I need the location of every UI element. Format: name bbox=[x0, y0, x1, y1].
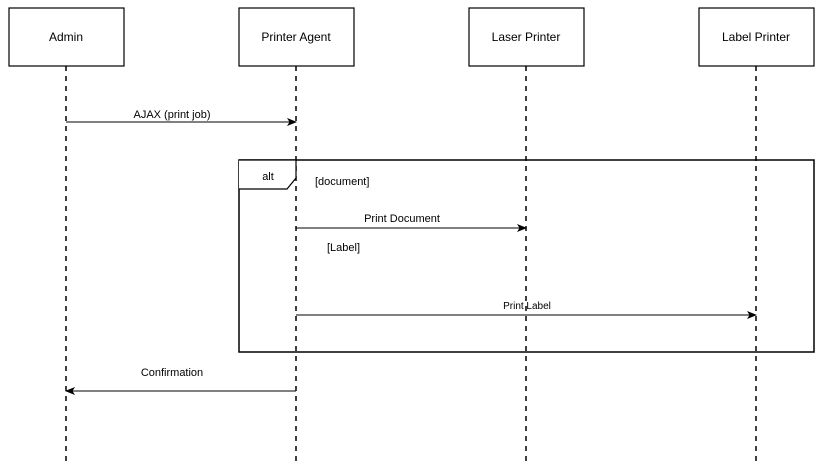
message-confirmation-label: Confirmation bbox=[141, 367, 203, 379]
message-print-label: Print Label bbox=[296, 301, 757, 319]
alt-fragment-operator: alt bbox=[262, 171, 274, 183]
participant-label-printer-label: Label Printer bbox=[722, 30, 790, 44]
participant-label-printer: Label Printer bbox=[698, 7, 815, 67]
message-ajax-print-job-label: AJAX (print job) bbox=[133, 109, 210, 121]
alt-fragment: alt [document] [Label] bbox=[238, 159, 815, 353]
message-print-document-label: Print Document bbox=[364, 213, 440, 225]
participant-printer-agent: Printer Agent bbox=[238, 7, 355, 67]
participant-admin-label: Admin bbox=[49, 30, 83, 44]
message-print-label-label: Print Label bbox=[503, 301, 551, 312]
participant-laser-printer: Laser Printer bbox=[468, 7, 585, 67]
message-print-document: Print Document bbox=[296, 213, 527, 232]
message-ajax-print-job: AJAX (print job) bbox=[66, 109, 297, 126]
participant-admin: Admin bbox=[8, 7, 125, 67]
participant-printer-agent-label: Printer Agent bbox=[261, 30, 331, 44]
alt-fragment-tab bbox=[239, 159, 297, 190]
guard-document: [document] bbox=[315, 176, 369, 188]
guard-label: [Label] bbox=[327, 242, 360, 254]
message-confirmation: Confirmation bbox=[65, 367, 296, 395]
participant-laser-printer-label: Laser Printer bbox=[492, 30, 561, 44]
